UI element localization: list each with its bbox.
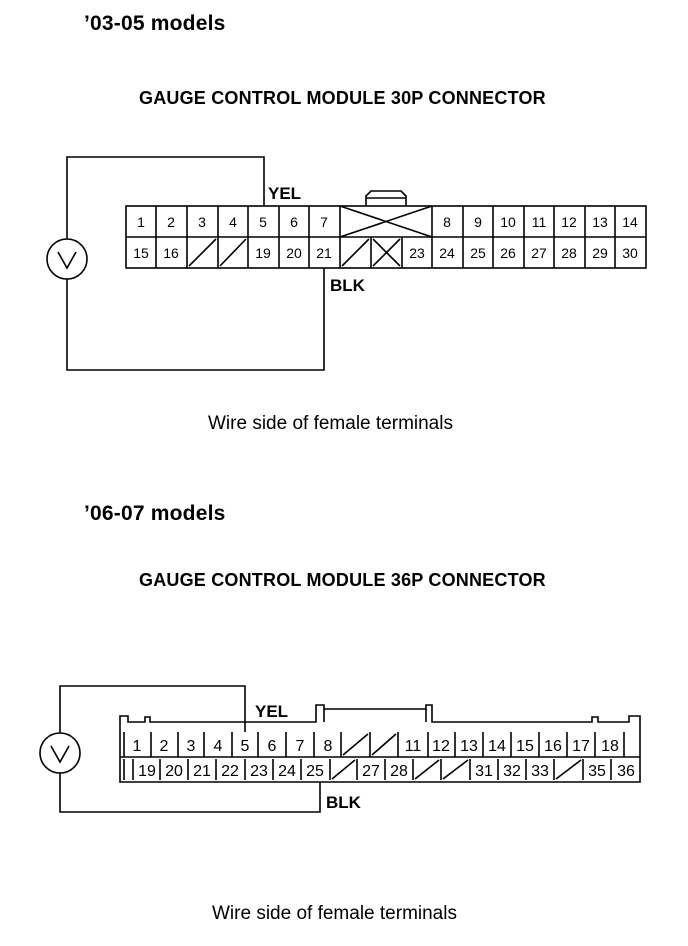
pin-label: 23 [250, 763, 268, 780]
connector-36p [119, 704, 641, 783]
pin-label: 1 [133, 738, 142, 755]
pin-label: 36 [617, 763, 635, 780]
pin-label: 3 [198, 214, 206, 230]
pin-label: 21 [316, 245, 332, 261]
pin-label: 6 [290, 214, 298, 230]
pin-label: 5 [259, 214, 267, 230]
pin-label: 26 [500, 245, 516, 261]
pin-label: 10 [500, 214, 516, 230]
pin-label: 27 [531, 245, 547, 261]
pin-label: 19 [255, 245, 271, 261]
pin-label: 6 [268, 738, 277, 755]
pin-label: 22 [221, 763, 239, 780]
pin-label: 24 [278, 763, 296, 780]
section-2-title: GAUGE CONTROL MODULE 36P CONNECTOR [139, 570, 546, 590]
pin-label: 7 [296, 738, 305, 755]
pin-label: 31 [475, 763, 493, 780]
pin-label: 27 [362, 763, 380, 780]
pins-36p-top: 1 2 3 4 5 6 7 8 11 12 13 14 15 16 17 18 [133, 738, 619, 755]
pin-label: 29 [592, 245, 608, 261]
wiring-30p [66, 156, 325, 371]
pin-label: 3 [187, 738, 196, 755]
pin-label: 35 [588, 763, 606, 780]
pin-label: 11 [405, 738, 422, 755]
pin-label: 17 [572, 738, 590, 755]
pin-label: 28 [561, 245, 577, 261]
pin-label: 8 [324, 738, 333, 755]
wiring-36p [59, 685, 321, 813]
pin-label: 25 [470, 245, 486, 261]
pin-label: 28 [390, 763, 408, 780]
pin-label: 15 [516, 738, 534, 755]
section-1-title: GAUGE CONTROL MODULE 30P CONNECTOR [139, 88, 546, 108]
pin-label: 33 [531, 763, 549, 780]
wire-label-yel-2: YEL [255, 702, 288, 721]
pin-label: 9 [474, 214, 482, 230]
pin-label: 7 [320, 214, 328, 230]
section-2-caption: Wire side of female terminals [212, 903, 457, 924]
pin-label: 25 [306, 763, 324, 780]
wire-label-blk-1: BLK [330, 276, 366, 295]
pin-label: 18 [601, 738, 619, 755]
pin-label: 32 [503, 763, 521, 780]
pin-label: 4 [229, 214, 237, 230]
pin-label: 30 [622, 245, 638, 261]
pin-label: 24 [439, 245, 455, 261]
pin-label: 20 [165, 763, 183, 780]
pin-label: 19 [138, 763, 156, 780]
section-2-heading: ’06-07 models [84, 502, 226, 525]
connector-30p [125, 190, 647, 269]
pins-30p-top: 1 2 3 4 5 6 7 8 9 10 11 12 13 14 [137, 214, 638, 230]
wire-labels-30p: YEL BLK [268, 184, 366, 295]
pin-label: 16 [544, 738, 562, 755]
pin-label: 12 [432, 738, 450, 755]
pin-label: 15 [133, 245, 149, 261]
voltmeter-icon-2 [39, 732, 81, 774]
pin-label: 13 [592, 214, 608, 230]
section-1-caption: Wire side of female terminals [208, 413, 453, 434]
pin-label: 14 [488, 738, 506, 755]
pin-label: 12 [561, 214, 577, 230]
pin-label: 13 [460, 738, 478, 755]
pin-label: 14 [622, 214, 638, 230]
pin-label: 20 [286, 245, 302, 261]
pin-label: 1 [137, 214, 145, 230]
pin-label: 11 [532, 214, 547, 230]
pin-label: 2 [167, 214, 175, 230]
wire-label-yel-1: YEL [268, 184, 301, 203]
pins-30p-bottom: 15 16 19 20 21 23 24 25 26 27 28 29 30 [133, 245, 638, 261]
wire-label-blk-2: BLK [326, 793, 362, 812]
pin-label: 16 [163, 245, 179, 261]
pin-label: 8 [443, 214, 451, 230]
pin-label: 5 [241, 738, 250, 755]
pin-label: 23 [409, 245, 425, 261]
voltmeter-icon-1 [46, 238, 88, 280]
pin-label: 2 [160, 738, 169, 755]
wire-labels-36p: YEL BLK [255, 702, 362, 812]
pin-label: 21 [193, 763, 211, 780]
section-1-heading: ’03-05 models [84, 12, 226, 35]
pin-label: 4 [214, 738, 223, 755]
pins-36p-bottom: 19 20 21 22 23 24 25 27 28 31 32 33 35 3… [138, 763, 635, 780]
